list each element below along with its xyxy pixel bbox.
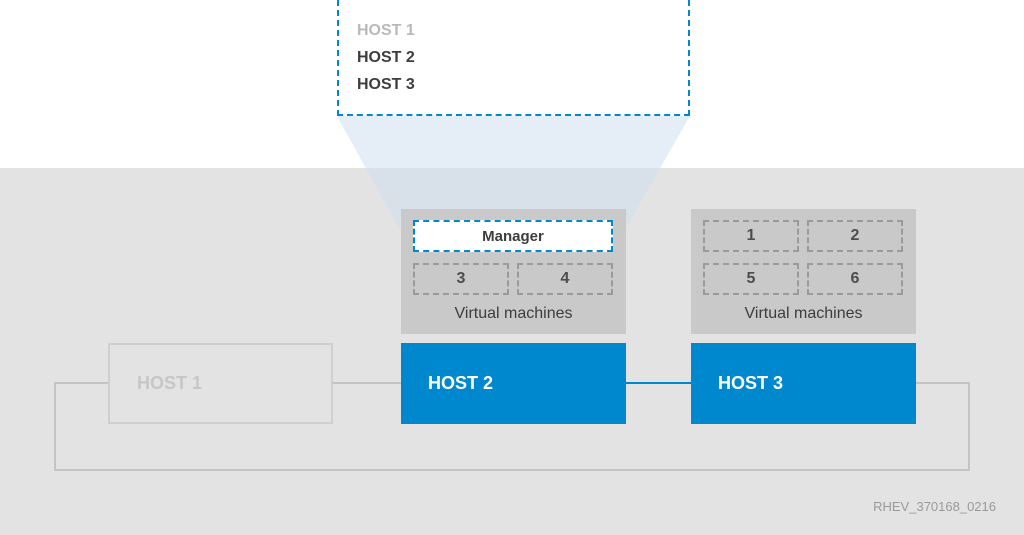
vm-6: 6 — [807, 263, 903, 295]
popup-host-2: HOST 2 — [357, 49, 415, 66]
vm-5: 5 — [703, 263, 799, 295]
vm-panel-caption: Virtual machines — [744, 305, 863, 322]
popup-host-1: HOST 1 — [357, 22, 415, 39]
host-3-box: HOST 3 — [691, 343, 916, 424]
manager-vm: Manager — [413, 220, 613, 252]
vm-3: 3 — [413, 263, 509, 295]
vm-2: 2 — [807, 220, 903, 252]
vm-4: 4 — [517, 263, 613, 295]
vm-1: 1 — [703, 220, 799, 252]
host-list-popup: HOST 1 HOST 2 HOST 3 — [337, 0, 690, 116]
host2-vm-panel: Manager 3 4 Virtual machines — [401, 209, 626, 334]
host-2-box: HOST 2 — [401, 343, 626, 424]
host3-vm-panel: 1 2 5 6 Virtual machines — [691, 209, 916, 334]
vm-panel-caption: Virtual machines — [454, 305, 573, 322]
popup-host-3: HOST 3 — [357, 76, 415, 93]
host-1-box: HOST 1 — [108, 343, 333, 424]
network-loop-line — [54, 382, 970, 471]
figure-id: RHEV_370168_0216 — [873, 499, 996, 514]
